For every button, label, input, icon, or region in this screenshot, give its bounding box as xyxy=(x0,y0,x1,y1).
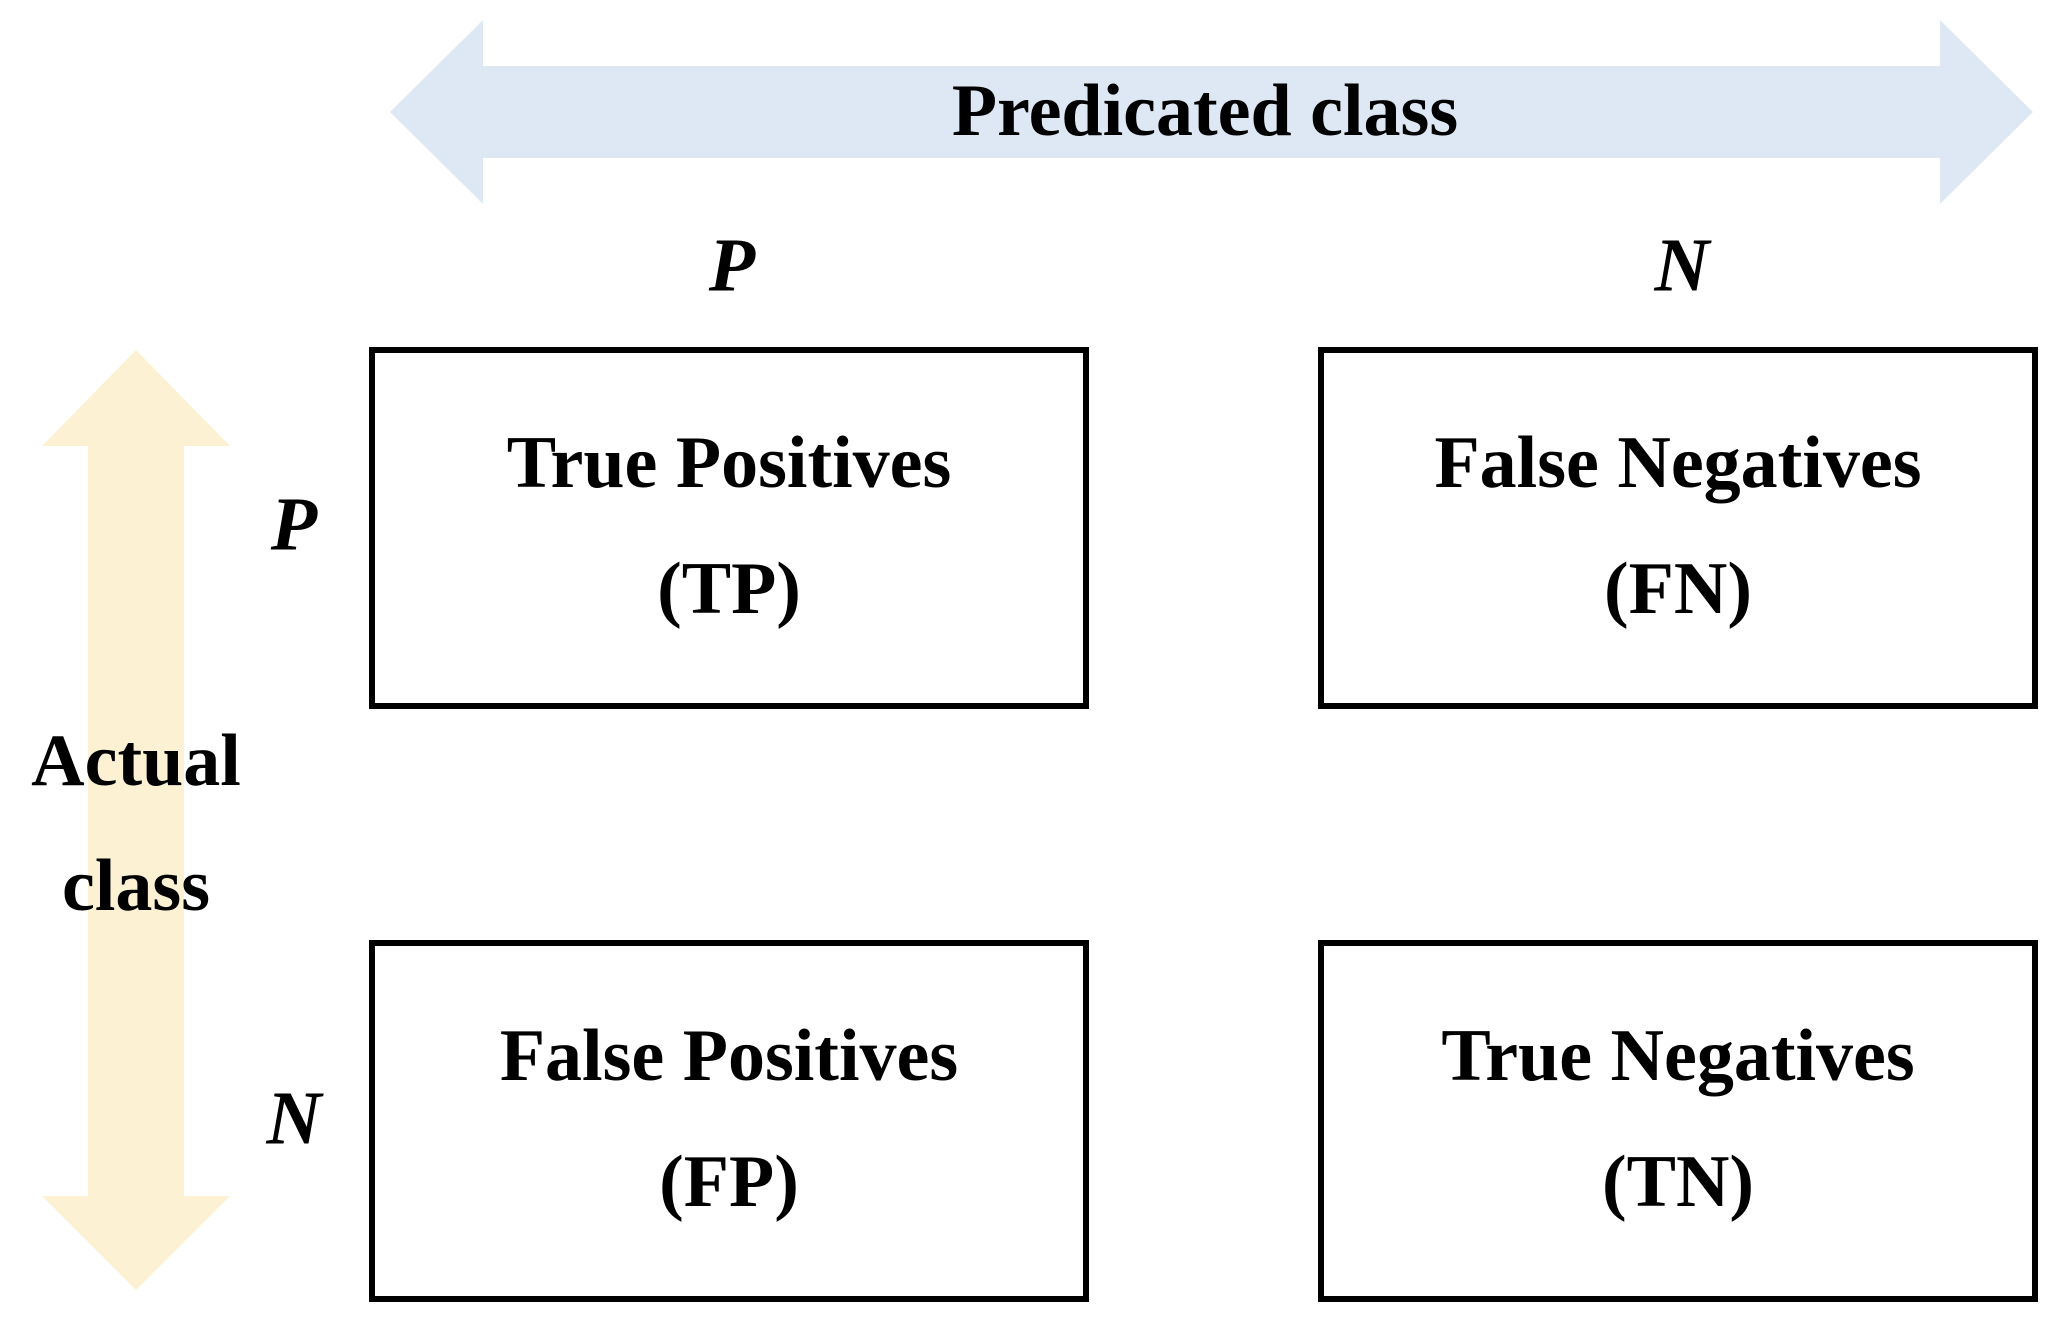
cell-tn-line2: (TN) xyxy=(1602,1141,1754,1223)
cell-tp-line1: True Positives xyxy=(507,422,952,504)
row-header-p: P xyxy=(270,482,318,566)
column-header-p: P xyxy=(708,223,756,307)
cell-true-negatives: True Negatives (TN) xyxy=(1318,940,2038,1302)
column-header-n: N xyxy=(1654,223,1713,307)
cell-false-negatives: False Negatives (FN) xyxy=(1318,347,2038,709)
cell-fp-line1: False Positives xyxy=(500,1015,958,1097)
actual-class-arrow xyxy=(42,350,230,1290)
actual-class-label-line1: Actual xyxy=(31,720,241,802)
cell-fn-line1: False Negatives xyxy=(1434,422,1921,504)
predicted-class-arrow xyxy=(390,20,2033,204)
actual-class-label-line2: class xyxy=(62,845,210,927)
row-header-n: N xyxy=(266,1076,325,1160)
cell-tp-line2: (TP) xyxy=(657,548,801,630)
predicted-class-label: Predicated class xyxy=(952,70,1458,152)
cell-false-positives: False Positives (FP) xyxy=(369,940,1089,1302)
cell-tn-line1: True Negatives xyxy=(1441,1015,1914,1097)
cell-fp-line2: (FP) xyxy=(659,1141,799,1223)
cell-fn-line2: (FN) xyxy=(1604,548,1752,630)
cell-true-positives: True Positives (TP) xyxy=(369,347,1089,709)
